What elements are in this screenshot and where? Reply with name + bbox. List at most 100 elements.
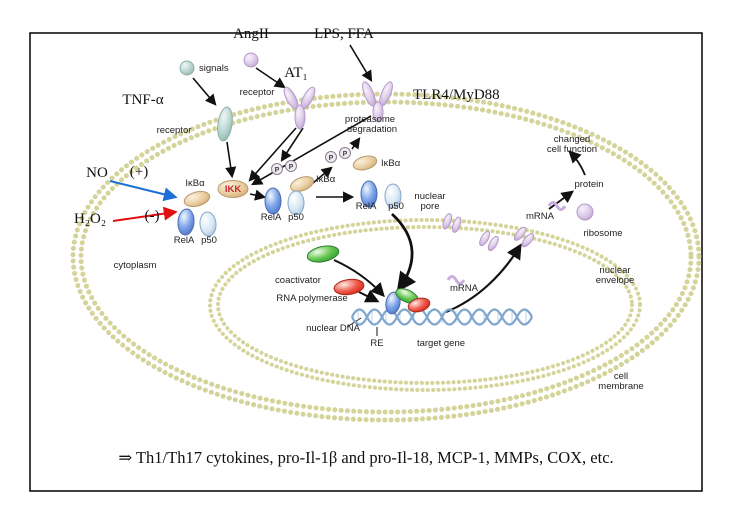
label-rela-left: RelA <box>174 235 195 246</box>
label-nuclear-pore-1: nuclear <box>414 191 445 202</box>
nuclear-envelope-inner <box>216 225 634 385</box>
arrow-ikk-to-complex <box>249 189 267 201</box>
ikba-protein-degraded <box>352 155 378 171</box>
rela-protein <box>264 187 282 215</box>
coactivator-oval <box>306 245 340 263</box>
dna-strand <box>351 308 533 326</box>
label-signals: signals <box>199 63 229 74</box>
tlr4-receptor-stem <box>372 101 384 123</box>
label-receptor-at1: receptor <box>240 87 275 98</box>
signal-arrows <box>192 44 373 203</box>
label-lps-ffa: LPS, FFA <box>314 26 374 42</box>
arrow-complex-to-proteasome <box>312 166 333 184</box>
label-at1: AT₁ <box>284 65 308 81</box>
label-protein: protein <box>574 179 603 190</box>
arrow-at1-to-complex <box>280 127 304 162</box>
label-cytoplasm: cytoplasm <box>114 260 157 271</box>
mrna-squiggle <box>547 201 567 211</box>
label-target-gene: target gene <box>417 338 465 349</box>
label-phosphate: P <box>275 167 280 174</box>
rna-polymerase-oval <box>333 278 365 296</box>
angii-ligand <box>243 52 259 68</box>
tnf-receptor <box>217 106 233 142</box>
label-mrna-outer: mRNA <box>526 211 555 222</box>
rela-protein <box>360 180 378 208</box>
p50-protein <box>199 211 217 237</box>
arrow-polymerase-to-dna <box>358 289 380 303</box>
rela-protein <box>177 208 195 236</box>
label-p50-right: p50 <box>388 201 404 212</box>
label-proteasome-1: proteasome <box>345 114 395 125</box>
figure-caption: ⇒ Th1/Th17 cytokines, pro-Il-1β and pro-… <box>118 448 613 467</box>
arrow-angii-to-at1 <box>255 67 286 89</box>
label-ikba-left: IκBα <box>185 178 205 189</box>
label-rela-right: RelA <box>356 201 377 212</box>
pore-subunit <box>487 235 499 252</box>
phosphate-circle <box>325 151 337 163</box>
label-h2o2: H₂O₂ <box>74 211 106 227</box>
label-p50-mid: p50 <box>288 212 304 223</box>
label-proteasome-2: degradation <box>347 124 397 135</box>
ikk-complex <box>217 180 249 198</box>
mrna-squiggle <box>446 275 466 285</box>
label-nuclear-dna: nuclear DNA <box>306 323 361 334</box>
ikba-protein-phosphorylated <box>290 176 314 192</box>
pore-subunit <box>451 216 462 233</box>
signal-molecule <box>179 60 195 76</box>
nuclear-pore-structure <box>442 213 535 252</box>
pore-subunit <box>521 233 535 248</box>
pore-subunit <box>442 213 453 230</box>
figure-border <box>29 32 703 492</box>
label-tlr4-myd88: TLR4/MyD88 <box>413 87 500 103</box>
label-nuclear-envelope-2: envelope <box>596 275 635 286</box>
label-mrna-inner: mRNA <box>450 283 479 294</box>
dna-helix <box>351 308 533 326</box>
rna-polymerase-oval <box>407 297 431 313</box>
nuclear-envelope-ring <box>208 218 642 392</box>
pore-subunit <box>513 226 527 241</box>
phosphate-circle <box>271 163 283 175</box>
label-phosphate: P <box>289 164 294 171</box>
ribosome-particle <box>576 203 594 221</box>
label-p50-left: p50 <box>201 235 217 246</box>
arrow-protein-to-function <box>568 150 586 176</box>
label-rela-mid: RelA <box>261 212 282 223</box>
at1-receptor <box>283 86 316 130</box>
label-ikk: IKK <box>225 184 242 195</box>
label-receptor-tnf: receptor <box>157 125 192 136</box>
arrow-coactivator-to-dna <box>333 259 385 298</box>
arrow-lps-to-tlr4 <box>349 44 373 82</box>
p50-protein <box>287 190 305 216</box>
pointer-nuclear-dna <box>346 317 362 328</box>
label-angii: AngII <box>233 26 269 42</box>
label-ikba-proteasome: IκBα <box>381 158 401 169</box>
at1-receptor-stem <box>294 104 306 130</box>
label-coactivator: coactivator <box>275 275 321 286</box>
label-ribosome: ribosome <box>583 228 622 239</box>
arrow-h2o2-negative <box>112 206 178 222</box>
p50-protein <box>384 183 402 209</box>
nuclear-envelope-outer <box>208 218 642 392</box>
label-re: RE <box>370 338 383 349</box>
label-rna-polymerase: RNA polymerase <box>276 293 347 304</box>
label-no-sign: (+) <box>130 164 148 180</box>
label-phosphate: P <box>329 155 334 162</box>
rela-protein <box>385 291 401 315</box>
phosphate-circle <box>339 147 351 159</box>
arrow-mrna-to-protein <box>548 190 575 210</box>
label-no: NO <box>86 165 108 181</box>
arrow-at1-to-ikk <box>248 127 297 182</box>
ikba-protein <box>183 190 211 208</box>
arrow-no-positive <box>109 180 178 202</box>
phosphate-circle <box>285 160 297 172</box>
arrow-signals-to-receptor <box>192 77 217 106</box>
label-nuclear-envelope-1: nuclear <box>599 265 630 276</box>
pore-subunit <box>479 230 491 247</box>
arrow-tnfr-to-ikk <box>225 141 237 179</box>
transcription-complex <box>385 288 431 315</box>
label-tnf-alpha: TNF-α <box>122 92 163 108</box>
label-changed-1: changed <box>554 134 590 145</box>
label-nuclear-pore-2: pore <box>420 201 439 212</box>
